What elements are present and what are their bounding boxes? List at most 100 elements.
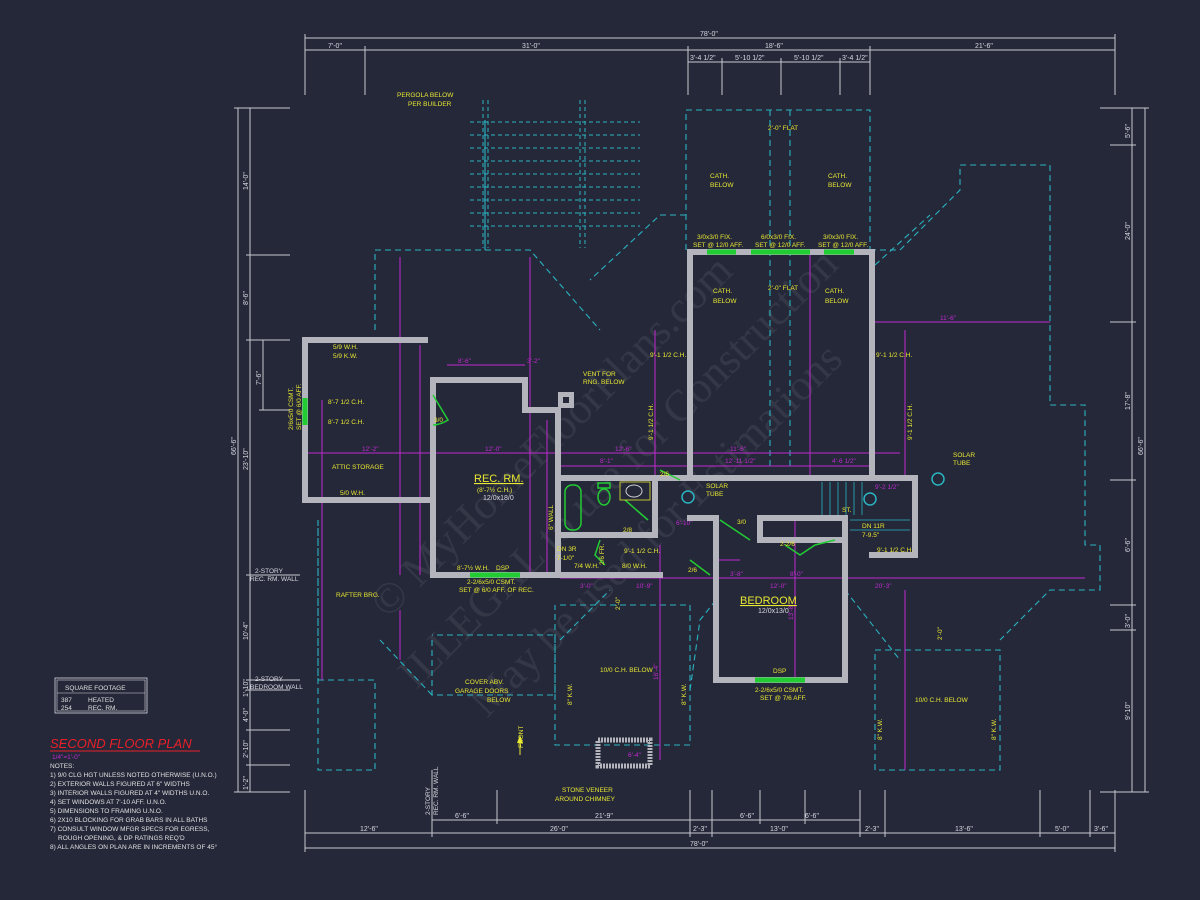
dim-label: 9'-2 1/2" bbox=[875, 484, 899, 491]
dim-bottom: 26'-0" bbox=[550, 826, 568, 833]
window-label: SET @ 7/6 AFF. bbox=[760, 695, 807, 702]
window-label: SET @ 12/0 AFF. bbox=[818, 242, 868, 249]
dim-label: 12'-2" bbox=[362, 446, 379, 453]
dim-bottom: 3'-6" bbox=[1094, 826, 1108, 833]
label-cover: BELOW bbox=[487, 697, 511, 704]
door-label: 3/0 bbox=[737, 519, 746, 526]
label-cath: CATH. bbox=[713, 288, 732, 295]
label-knee-wall: 8" K.W. bbox=[991, 718, 998, 740]
dim-bottom: 13'-0" bbox=[770, 826, 788, 833]
stair-post-icon bbox=[863, 492, 877, 506]
door-label: 2-2/6 bbox=[780, 541, 795, 548]
dim-top-sub: 5'-10 1/2" bbox=[794, 55, 824, 62]
roof-lines bbox=[317, 109, 1101, 771]
dim-label: 13'-8" bbox=[788, 603, 795, 620]
label-2-story-wall: REC. RM. WALL bbox=[250, 576, 299, 583]
label-stair: DN 11R bbox=[862, 523, 885, 530]
dim-top: 18'-6" bbox=[765, 43, 783, 50]
sink-icon bbox=[625, 484, 643, 498]
toilet-icon bbox=[597, 488, 611, 506]
solar-tube-icon bbox=[681, 490, 695, 504]
door-label: 2/6 FR. bbox=[599, 543, 606, 565]
front-arrow-icon bbox=[517, 735, 523, 743]
note-item: 6) 2X10 BLOCKING FOR GRAB BARS IN ALL BA… bbox=[50, 817, 208, 824]
window-label: 2-2/6x5/0 CSMT. bbox=[755, 687, 804, 694]
door-swing bbox=[689, 559, 711, 576]
dim-bottom-sub: 6'-6" bbox=[805, 813, 819, 820]
label-ceiling-height: 9'-1 1/2 C.H. bbox=[876, 352, 912, 359]
window-label: 3/0x3/0 FIX. bbox=[697, 234, 732, 241]
dim-bottom-sub: 6'-6" bbox=[455, 813, 469, 820]
label-wall-height: 5/9 W.H. bbox=[333, 344, 358, 351]
label-vent: RNG. BELOW bbox=[583, 379, 625, 386]
dim-right: 24'-0" bbox=[1125, 222, 1132, 240]
dim-right: 5'-6" bbox=[1125, 124, 1132, 138]
sqft-value: 254 bbox=[61, 705, 72, 712]
room-name-rec-rm: REC. RM. bbox=[474, 473, 524, 485]
dim-left: 10'-4" bbox=[243, 622, 250, 640]
dim-label: 16'-4" bbox=[653, 663, 660, 680]
left-dimensions: 66'-6" 14'-0" 8'-6" 23'-10" 10'-4" 1'-10… bbox=[231, 107, 300, 793]
sqft-label: HEATED bbox=[88, 697, 114, 704]
window-label: SET @ 6/0 AFF. OF REC. bbox=[459, 587, 534, 594]
door-label: 2/6 bbox=[688, 567, 697, 574]
dim-bottom: 13'-6" bbox=[955, 826, 973, 833]
door-label: 2/8 bbox=[623, 527, 632, 534]
label-dsp: DSP bbox=[773, 668, 786, 675]
dim-label: 3'-0" bbox=[580, 583, 594, 590]
dim-left: 1'-10" bbox=[243, 679, 250, 697]
doors-fixtures bbox=[432, 394, 945, 755]
label-stone-veneer: STONE VENEER bbox=[562, 787, 613, 794]
pergola bbox=[470, 100, 640, 248]
dim-left-overall: 66'-6" bbox=[231, 437, 238, 455]
label-stair: 7-9.5" bbox=[862, 532, 880, 539]
label-ceiling-height: 8'-7 1/2 C.H. bbox=[328, 399, 364, 406]
bottom-dimensions: 12'-6" 26'-0" 2'-3" 13'-0" 2'-3" 13'-6" … bbox=[304, 770, 1116, 852]
note-item: 1) 9/0 CLG HGT UNLESS NOTED OTHERWISE (U… bbox=[50, 772, 217, 779]
dim-right: 17'-8" bbox=[1125, 392, 1132, 410]
dim-right: 6'-6" bbox=[1125, 538, 1132, 552]
dim-top-sub: 3'-4 1/2" bbox=[690, 55, 716, 62]
watermark: © MyHomeFloorPlans.com ILLEGAL to use fo… bbox=[360, 239, 851, 726]
label-ceiling-below: 10/0 C.H. BELOW bbox=[915, 697, 969, 704]
vanity bbox=[619, 481, 651, 501]
dim-top-sub: 5'-10 1/2" bbox=[735, 55, 765, 62]
label-solar-tube: TUBE bbox=[953, 460, 971, 467]
dim-left: 8'-6" bbox=[243, 291, 250, 305]
note-item: 7) CONSULT WINDOW MFGR SPECS FOR EGRESS, bbox=[50, 826, 210, 833]
label-2-story-wall: 2-STORY bbox=[255, 676, 284, 683]
label-pergola: PERGOLA BELOW bbox=[397, 92, 454, 99]
dim-label: 6'-10" bbox=[676, 520, 693, 527]
label-attic-storage: ATTIC STORAGE bbox=[332, 464, 384, 471]
dim-left: 2'-10" bbox=[243, 740, 250, 758]
dim-left: 4'-0" bbox=[243, 708, 250, 722]
label-cath: BELOW bbox=[825, 298, 849, 305]
solar-tube-icon bbox=[931, 472, 945, 486]
sqft-header: SQUARE FOOTAGE bbox=[65, 685, 126, 692]
sqft-label: REC. RM. bbox=[88, 705, 117, 712]
label-ceiling-height: (8'-7½ C.H.) bbox=[477, 486, 512, 494]
label-dsp: DSP bbox=[496, 565, 509, 572]
window-label: 2-2/6x5/0 CSMT. bbox=[467, 579, 516, 586]
dim-label: 20'-3" bbox=[875, 583, 892, 590]
dim-label: 8'-1" bbox=[600, 458, 614, 465]
label-solar-tube: SOLAR bbox=[706, 483, 728, 490]
dim-label: 12'-0" bbox=[485, 446, 502, 453]
label-knee-wall: 8" K.W. bbox=[567, 683, 574, 705]
dim-top: 31'-0" bbox=[522, 43, 540, 50]
label-stair: DN 3R bbox=[557, 546, 577, 553]
bathtub-icon bbox=[564, 484, 582, 531]
label-ceiling-below: 10/0 C.H. BELOW bbox=[600, 667, 654, 674]
plan-scale: 1/4"=1'-0" bbox=[52, 754, 81, 761]
label-wall-height: 7/4 W.H. bbox=[574, 563, 599, 570]
dim-bottom: 2'-3" bbox=[865, 826, 879, 833]
window-label: 6/0x3/0 FIX. bbox=[761, 234, 796, 241]
dim-right-overall: 66'-6" bbox=[1138, 437, 1145, 455]
label-slope: 2'-0" bbox=[615, 596, 622, 610]
door-swing bbox=[719, 519, 751, 541]
door-swing bbox=[659, 469, 681, 481]
closet-doors bbox=[784, 539, 836, 556]
door-swing bbox=[432, 394, 450, 426]
label-2-story-wall: REC. RM. WALL bbox=[433, 766, 440, 815]
dim-top: 7'-0" bbox=[328, 43, 342, 50]
